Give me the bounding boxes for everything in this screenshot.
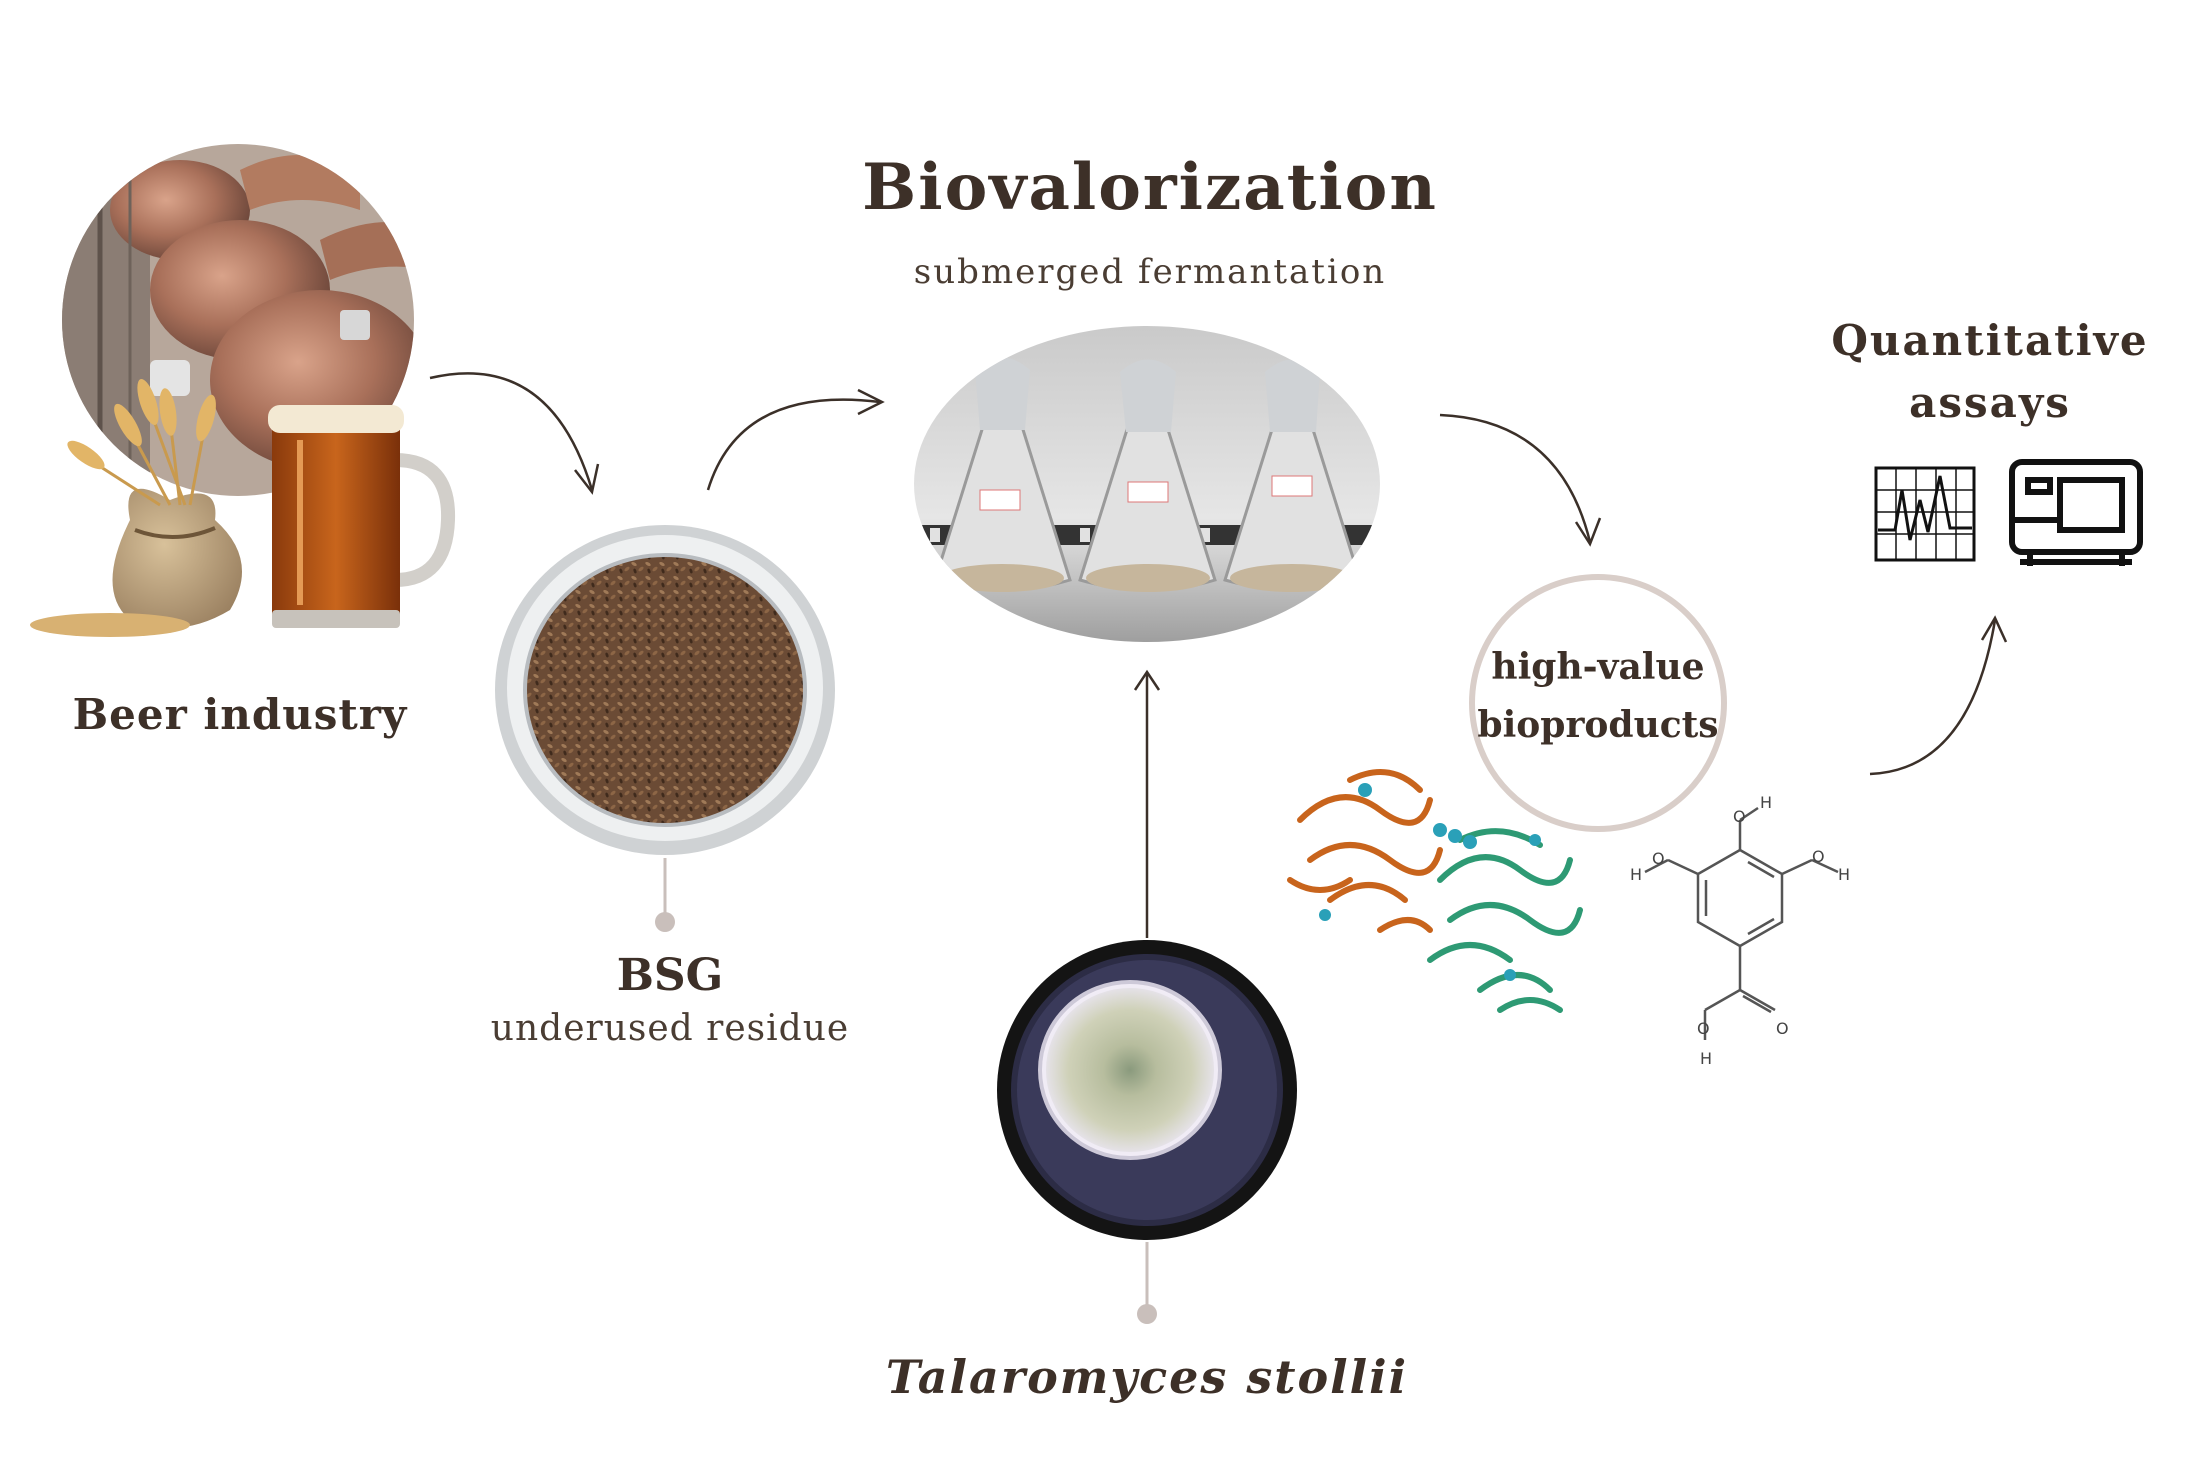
bioproducts-label-line1: high-value [1491,646,1705,688]
bioproducts-circle [1469,574,1727,832]
arrow-bsg-to-flasks [706,398,881,491]
atom-label: O [1776,1019,1789,1038]
atom-label: O [1697,1019,1710,1038]
beer-industry-label: Beer industry [72,690,408,739]
arrow-bioproducts-to-assays-head [1980,615,2008,643]
atom-label: H [1630,865,1642,884]
atom-label: H [1700,1049,1712,1068]
gallic-acid-structure [1644,806,1839,1040]
arrow-bsg-to-flasks-head [857,388,885,416]
analyzer-instrument-icon [2009,459,2143,566]
chromatogram-icon [1874,466,1976,562]
bioproducts-label-line2: bioproducts [1477,704,1719,746]
arrow-beer-to-bsg-head [574,463,600,495]
assays-label-line2: assays [1909,378,2071,427]
arrow-flasks-to-bioproducts [1439,413,1592,543]
atom-label: O [1733,807,1746,826]
atom-label: H [1838,865,1850,884]
arrow-beer-to-bsg [429,372,594,491]
fungus-label: Talaromyces stollii [885,1350,1409,1404]
arrow-fungus-to-flasks-head [1133,669,1161,691]
arrow-bioproducts-to-assays [1869,619,1997,776]
bsg-connector-dot [655,912,675,932]
bsg-petri-dish [495,525,835,855]
diagram-subtitle: submerged fermantation [913,252,1387,292]
fungus-connector-dot [1137,1304,1157,1324]
arrow-flasks-to-bioproducts-head [1574,517,1602,547]
bsg-sublabel: underused residue [490,1008,850,1049]
atom-label: H [1760,793,1772,812]
gallic-acid-atoms: O H O H O H O H O [1630,793,1850,1068]
atom-label: O [1812,847,1825,866]
protein-structure [1287,769,1583,1013]
fungus-petri-dish [997,940,1297,1240]
diagram-title: Biovalorization [862,150,1438,225]
atom-label: O [1652,849,1665,868]
assays-label-line1: Quantitative [1831,316,2149,365]
beer-mug [268,405,456,628]
bsg-label: BSG [616,950,724,1001]
wheat-sack [30,379,242,637]
erlenmeyer-flasks [914,326,1380,642]
